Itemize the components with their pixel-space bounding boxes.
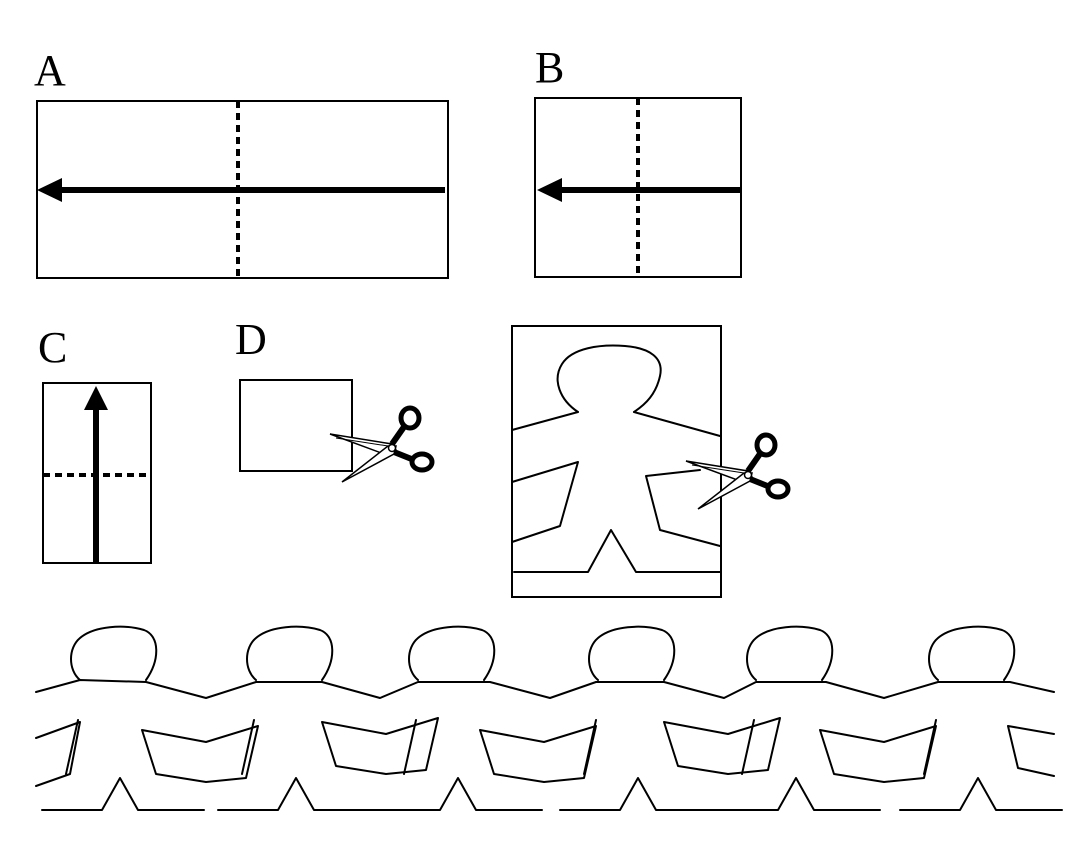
doll-legs	[513, 529, 721, 573]
doll-body-left	[511, 461, 579, 543]
step-label-d: D	[235, 315, 267, 364]
doll-torso-gap	[819, 725, 937, 783]
doll-body-edge	[403, 719, 417, 775]
doll-arm-upper-left	[511, 411, 579, 431]
doll-torso-gap	[321, 717, 439, 775]
doll-body-edge	[241, 719, 255, 775]
doll-head	[246, 625, 334, 681]
doll-legs	[717, 777, 881, 811]
doll-head	[746, 625, 834, 681]
doll-body-edge	[741, 719, 755, 775]
step-b-paper	[534, 97, 742, 278]
doll-head	[928, 625, 1016, 681]
doll-body-edge	[35, 721, 81, 787]
doll-body-right	[645, 469, 721, 547]
step-a-paper	[36, 100, 449, 279]
doll-head	[70, 625, 158, 681]
doll-arms-upper	[35, 679, 1055, 699]
doll-head	[588, 625, 676, 681]
step-c-paper	[42, 382, 152, 564]
doll-head	[408, 625, 496, 681]
doll-torso-gap	[663, 717, 781, 775]
doll-legs	[899, 777, 1063, 811]
doll-body-edge	[1007, 725, 1055, 777]
doll-arm-upper-right	[633, 411, 721, 437]
step-label-b: B	[535, 43, 564, 92]
paper-doll-chain	[35, 625, 1063, 811]
doll-torso-gap	[141, 725, 259, 783]
step-label-a: A	[34, 46, 66, 95]
step-d-paper	[239, 379, 353, 472]
doll-legs	[379, 777, 543, 811]
arrow-up-icon	[84, 386, 108, 410]
doll-legs	[217, 777, 381, 811]
doll-body-edge	[65, 719, 79, 775]
doll-legs	[41, 777, 205, 811]
doll-head	[556, 344, 662, 413]
arrow-left-icon	[37, 178, 62, 202]
doll-torso-gap	[479, 725, 597, 783]
step-label-c: C	[38, 323, 67, 372]
arrow-left-icon	[537, 178, 562, 202]
doll-legs	[559, 777, 723, 811]
